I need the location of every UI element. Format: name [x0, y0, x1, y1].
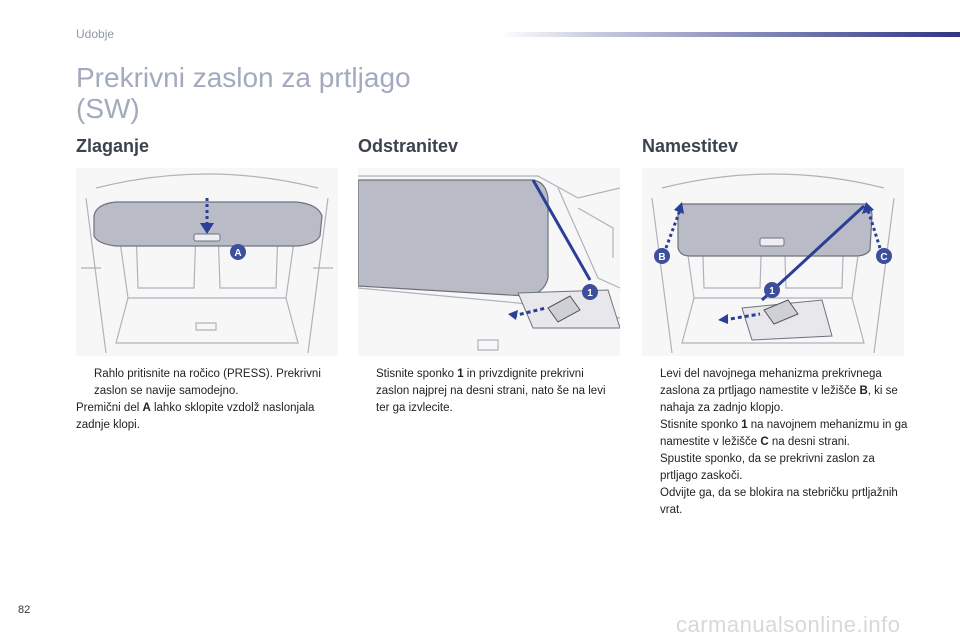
watermark: carmanualsonline.info — [676, 612, 901, 637]
badge-c: C — [880, 252, 887, 263]
heading-namestitev: Namestitev — [642, 136, 739, 156]
list-item: Spustite sponko, da se prekrivni zaslon … — [660, 453, 875, 482]
page-title-line1: Prekrivni zaslon za prtljago — [76, 62, 411, 93]
text-namestitev: Levi del navojnega mehanizma prekrivnega… — [642, 366, 910, 519]
figure-trunk-install: B C 1 — [642, 168, 904, 356]
text-odstranitev: Stisnite sponko 1 in privzdignite prekri… — [358, 366, 620, 417]
figure-trunk-fold: A — [76, 168, 338, 356]
page-title: Prekrivni zaslon za prtljago (SW) — [76, 62, 516, 124]
heading-odstranitev: Odstranitev — [358, 136, 459, 156]
section-label: Udobje — [76, 27, 115, 41]
header-gradient-bar — [500, 32, 960, 37]
list-item: Stisnite sponko 1 na navojnem mehanizmu … — [660, 419, 908, 448]
badge-a: A — [234, 248, 241, 259]
cover-panel — [358, 179, 549, 297]
list-item: Levi del navojnega mehanizma prekrivnega… — [660, 368, 898, 414]
figure-trunk-remove: 1 — [358, 168, 620, 356]
heading-zlaganje: Zlaganje — [76, 136, 150, 156]
text-zlaganje: Rahlo pritisnite na ročico (PRESS). Prek… — [76, 366, 338, 434]
cover-panel — [677, 203, 873, 257]
list-item: Odvijte ga, da se blokira na stebričku p… — [660, 487, 898, 516]
badge-1: 1 — [769, 286, 775, 297]
list-item: Rahlo pritisnite na ročico (PRESS). Prek… — [94, 368, 321, 397]
page-title-line2: (SW) — [76, 93, 140, 124]
list-item: Stisnite sponko 1 in privzdignite prekri… — [376, 368, 606, 414]
paragraph: Premični del A lahko sklopite vzdolž nas… — [76, 402, 315, 431]
page-number: 82 — [18, 604, 31, 616]
badge-1: 1 — [587, 288, 593, 299]
badge-b: B — [658, 252, 665, 263]
